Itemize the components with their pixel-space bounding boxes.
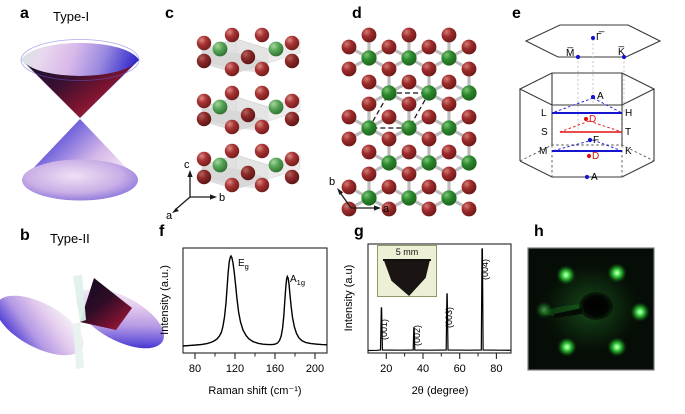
panel-h-label: h [534,223,544,240]
raman-xtick-200: 200 [306,363,324,375]
panel-d: d [320,0,482,220]
raman-xtick-160: 160 [266,363,284,375]
raman-x-ticks [194,353,316,359]
xrd-peak-label-003: (003) [444,307,454,328]
label-k-bar: K̅ [618,46,625,58]
panel-e-label: e [512,5,521,22]
raman-xtick-80: 80 [189,363,201,375]
axis-triad-c [172,170,217,213]
scalebar-label: 5 mm [395,247,419,257]
scalebar-line [383,259,431,261]
raman-curve [182,254,328,347]
label-L: L [541,108,547,119]
raman-x-minor-ticks [214,353,296,357]
projection-lines [577,39,625,130]
raman-peak-label-a1g: A1g [290,274,305,287]
leed-spot [535,301,553,319]
leed-spot [607,337,627,357]
type-ii-cone-diagram [0,275,164,369]
panel-c: c [160,0,320,222]
label-K: K [625,146,632,157]
xrd-peak-label-001: (001) [379,319,389,340]
point-D-upper [583,116,589,122]
point-A-lower [584,174,590,180]
leed-spot [557,337,577,357]
xrd-x-minor-ticks [404,353,479,357]
panel-a-label: a [20,5,29,22]
panel-d-label: d [352,5,362,22]
axis-label-a: a [166,210,173,222]
xrd-curve [367,248,512,352]
point-D-lower [586,153,592,159]
panel-f: f 80 120 160 200 Eg A1g Intensity (a.u.)… [150,222,332,414]
raman-xtick-120: 120 [226,363,244,375]
point-F [587,137,593,143]
leed-spot [556,265,576,285]
leed-spot [630,302,650,322]
leed-spot [607,263,627,283]
panel-b: b Type-II [0,220,164,414]
panel-e: e Γ̅ M̅ K̅ [482,0,685,220]
crystal-sample-image [384,260,430,296]
crystal-photo-inset: 5 mm [377,245,437,297]
axis-label-c: c [184,159,190,171]
xrd-peak-label-004: (004) [480,259,490,280]
label-F: F [593,135,599,146]
xrd-peak-label-002: (002) [412,325,422,346]
panel-h: h [518,222,685,414]
crystal-structure-side-view: c b a [166,27,301,222]
type-i-cone-diagram [20,39,140,201]
xrd-xtick-40: 40 [417,363,429,375]
axis-pair-d [337,188,381,211]
label-gamma-bar: Γ̅ [596,31,605,43]
axis-label-b-d: b [329,176,335,188]
axis-label-a-d: a [383,203,390,215]
axis-label-b: b [219,192,225,204]
label-S: S [541,127,548,138]
label-m-bar: M̅ [566,47,574,59]
high-symmetry-lines [551,94,623,180]
gun-support-rod [554,308,582,318]
panel-b-title: Type-II [50,231,90,246]
label-A-upper: A [597,91,604,102]
raman-plot-frame [182,247,328,354]
point-A-upper [590,94,596,100]
leed-pattern-image [527,247,655,371]
brillouin-zone-diagram: Γ̅ M̅ K̅ [518,24,662,183]
crystal-structure-top-view: b a [329,27,477,217]
xrd-xtick-60: 60 [454,363,466,375]
label-D-lower: D [592,151,599,162]
bulk-brillouin-zone [518,72,656,178]
raman-ylabel: Intensity (a.u.) [159,265,171,335]
k-bar-point [621,54,627,60]
label-T: T [625,127,631,138]
xrd-pattern-chart: 20 40 60 80 (001) (002) (003) (004) Inte… [343,243,512,397]
label-A-lower: A [591,172,598,183]
gamma-bar-point [590,35,596,41]
surface-brillouin-zone [524,24,662,58]
xrd-xtick-20: 20 [380,363,392,375]
panel-a-title: Type-I [53,9,90,24]
panel-g: g 20 40 60 80 (001) (002) (003) (004) In… [330,222,516,414]
m-bar-point [575,54,581,60]
panel-g-label: g [354,223,364,240]
xrd-xtick-80: 80 [490,363,502,375]
label-M: M [539,146,547,157]
label-H: H [625,108,632,119]
xrd-xlabel: 2θ (degree) [412,385,469,397]
label-D-upper: D [589,114,596,125]
panel-f-label: f [159,223,165,240]
electron-gun-shadow [579,292,613,320]
raman-xlabel: Raman shift (cm⁻¹) [208,385,301,397]
panel-c-label: c [165,5,174,22]
panel-b-label: b [20,227,30,244]
raman-spectrum-chart: 80 120 160 200 Eg A1g Intensity (a.u.) R… [159,247,328,397]
xrd-x-ticks [385,353,497,359]
raman-peak-label-eg: Eg [238,258,249,271]
xrd-ylabel: Intensity (a.u) [343,265,355,332]
panel-a: a Type-I [0,0,160,220]
